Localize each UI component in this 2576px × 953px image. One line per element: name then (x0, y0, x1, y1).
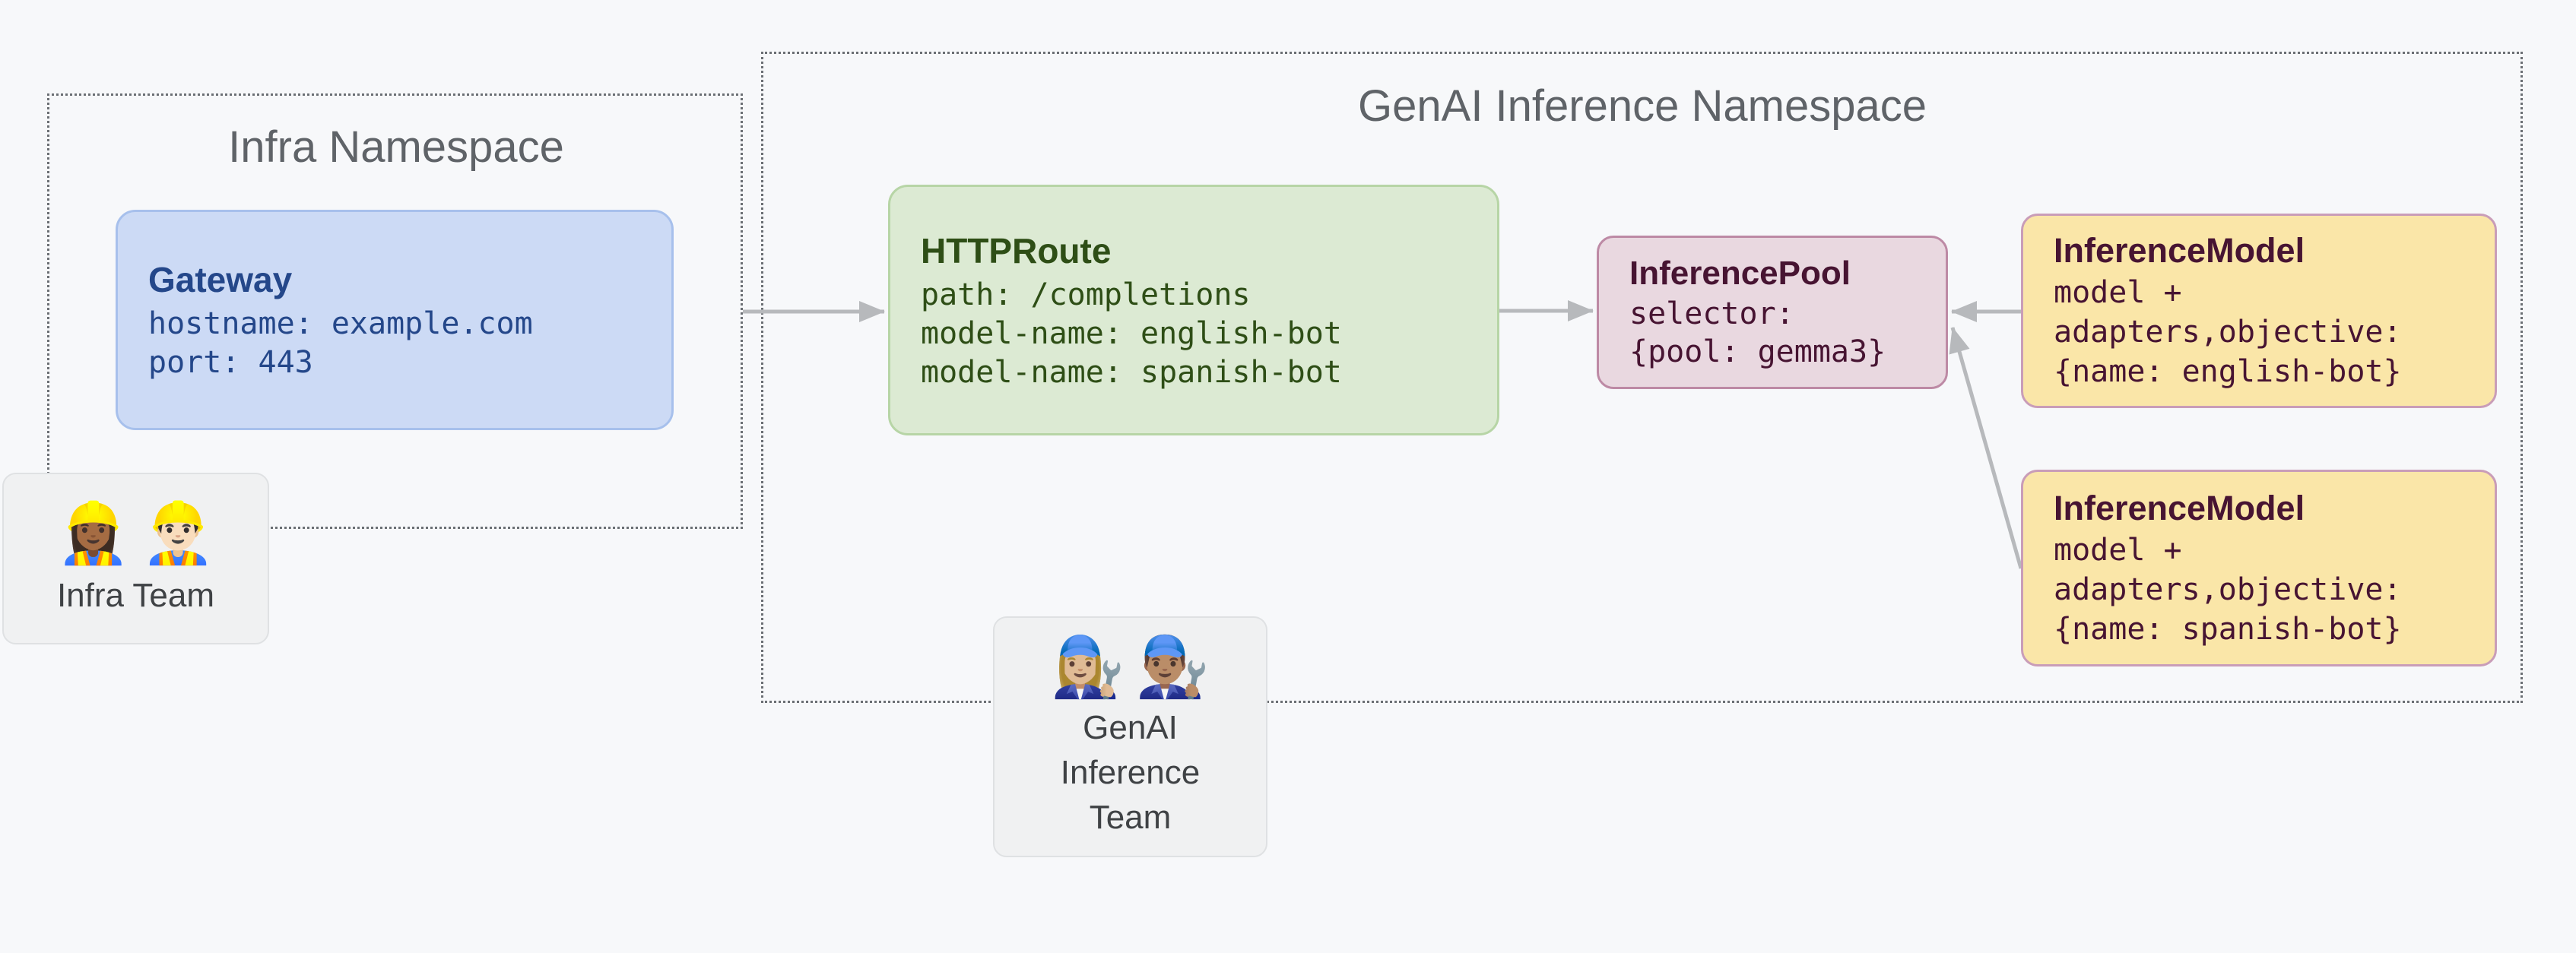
gateway-port-line: port: 443 (148, 345, 313, 380)
woman-construction-worker-icon: 👷🏾‍♀️ (56, 499, 131, 567)
genai-inference-team-card: 👩🏼‍🔧👨🏽‍🔧 GenAI Inference Team (993, 616, 1267, 857)
inferencepool-pool-line: {pool: gemma3} (1629, 334, 1886, 369)
inferencepool-title: InferencePool (1629, 255, 1851, 292)
genai-namespace-box (761, 52, 2523, 703)
httproute-model-spanish-line: model-name: spanish-bot (921, 354, 1342, 390)
infra-team-card: 👷🏾‍♀️👷🏻‍♂️ Infra Team (2, 473, 269, 644)
genai-team-label: GenAI Inference Team (1061, 705, 1200, 840)
infra-team-emojis: 👷🏾‍♀️👷🏻‍♂️ (56, 500, 214, 566)
man-construction-worker-icon: 👷🏻‍♂️ (141, 499, 215, 567)
genai-namespace-title: GenAI Inference Namespace (1358, 81, 1927, 131)
man-mechanic-icon: 👨🏽‍🔧 (1135, 633, 1210, 701)
woman-mechanic-icon: 👩🏼‍🔧 (1051, 633, 1125, 701)
gateway-hostname-line: hostname: example.com (148, 306, 533, 341)
inferencemodel-english-name-line: {name: english-bot} (2054, 354, 2402, 389)
httproute-node: HTTPRoute path: /completions model-name:… (888, 185, 1499, 435)
inferencemodel-english-node: InferenceModel model + adapters,objectiv… (2021, 214, 2497, 408)
inferencemodel-english-title: InferenceModel (2054, 231, 2305, 270)
httproute-path-line: path: /completions (921, 277, 1251, 312)
infra-namespace-box (47, 93, 743, 529)
genai-team-label-line-1: GenAI (1083, 708, 1178, 746)
gateway-title: Gateway (148, 260, 293, 299)
genai-team-emojis: 👩🏼‍🔧👨🏽‍🔧 (1051, 634, 1209, 700)
httproute-model-english-line: model-name: english-bot (921, 315, 1342, 351)
gateway-node: Gateway hostname: example.com port: 443 (116, 210, 674, 430)
inferencemodel-spanish-title: InferenceModel (2054, 488, 2305, 527)
inferencemodel-english-adapters-line: adapters,objective: (2054, 315, 2402, 350)
inferencemodel-spanish-model-line: model + (2054, 532, 2182, 568)
inferencemodel-spanish-adapters-line: adapters,objective: (2054, 571, 2402, 607)
genai-team-label-line-3: Team (1089, 798, 1172, 836)
inferencemodel-spanish-node: InferenceModel model + adapters,objectiv… (2021, 470, 2497, 666)
genai-team-label-line-2: Inference (1060, 753, 1201, 791)
infra-namespace-title: Infra Namespace (228, 122, 564, 172)
inferencemodel-spanish-name-line: {name: spanish-bot} (2054, 611, 2402, 647)
httproute-title: HTTPRoute (921, 230, 1112, 271)
inferencemodel-english-model-line: model + (2054, 275, 2182, 310)
inferencepool-node: InferencePool selector: {pool: gemma3} (1597, 236, 1948, 389)
inferencepool-selector-line: selector: (1629, 296, 1794, 331)
infra-team-label: Infra Team (56, 576, 215, 614)
